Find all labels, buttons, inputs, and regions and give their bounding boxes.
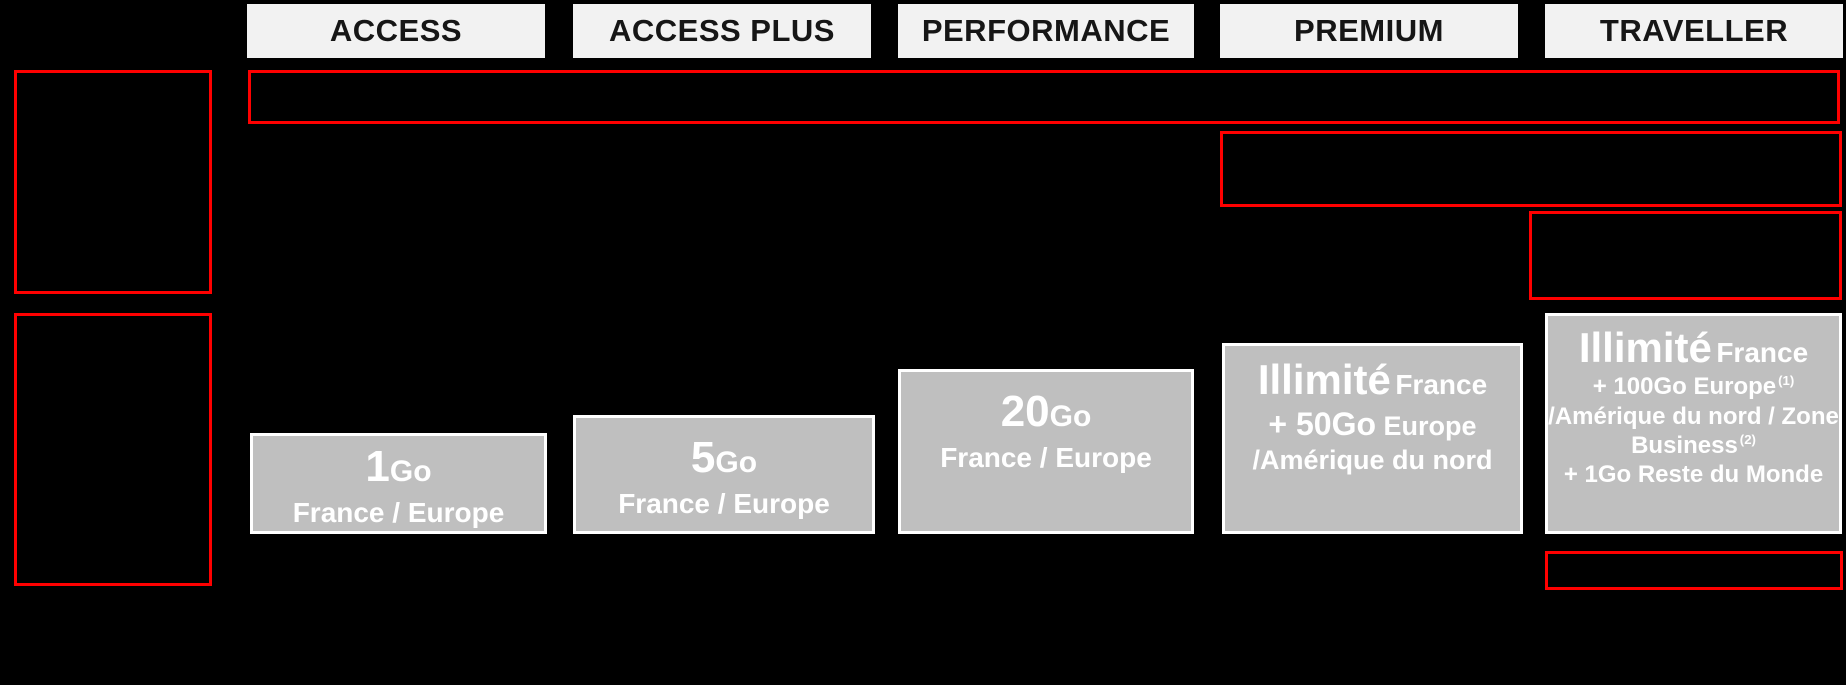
allowance-box-traveller: Illimité France + 100Go Europe(1) /Améri… — [1545, 313, 1842, 534]
allowance-premium-headline: Illimité France — [1225, 356, 1520, 404]
allowance-access-zone: France / Europe — [292, 496, 505, 528]
allowance-performance-amount: 20 — [1000, 387, 1050, 436]
highlight-box-traveller-row — [1529, 211, 1842, 300]
highlight-box-left-upper — [14, 70, 212, 294]
plan-header-performance-label: PERFORMANCE — [921, 13, 1171, 48]
allowance-access-plus-unit: Go — [715, 446, 758, 479]
allowance-premium-line2: /Amérique du nord — [1252, 445, 1493, 476]
highlight-box-left-lower — [14, 313, 212, 586]
allowance-performance-zone: France / Europe — [940, 441, 1152, 473]
allowance-access-unit: Go — [389, 455, 432, 488]
highlight-box-traveller-footer — [1545, 551, 1843, 590]
highlight-box-premium-traveller-row — [1220, 131, 1842, 207]
allowance-traveller-line1: + 100Go Europe(1) — [1548, 372, 1839, 401]
allowance-traveller-headline-suffix: France — [1716, 337, 1809, 368]
allowance-access-amount-line: 1Go — [253, 442, 544, 493]
allowance-access-plus-zone: France / Europe — [618, 487, 830, 519]
plan-header-access-plus: ACCESS PLUS — [573, 4, 871, 58]
highlight-box-all-plans-row — [248, 70, 1840, 124]
allowance-traveller-line2b: Business(2) — [1548, 431, 1839, 460]
allowance-traveller-line2a: /Amérique du nord / Zone — [1548, 402, 1839, 430]
plan-header-access-plus-label: ACCESS PLUS — [609, 13, 835, 48]
allowance-premium-line1: + 50Go Europe — [1225, 406, 1520, 443]
allowance-premium-headline-main: Illimité — [1257, 356, 1391, 403]
allowance-access-plus-amount-line: 5Go — [576, 433, 872, 484]
allowance-box-performance: 20Go France / Europe — [898, 369, 1194, 534]
allowance-traveller-line1-text: + 100Go Europe — [1592, 373, 1777, 401]
plan-header-traveller-label: TRAVELLER — [1599, 13, 1789, 48]
allowance-box-access: 1Go France / Europe — [250, 433, 547, 534]
plan-header-access: ACCESS — [247, 4, 545, 58]
allowance-access-amount: 1 — [365, 442, 390, 491]
allowance-premium-line1-strong: + 50Go — [1268, 406, 1377, 443]
allowance-performance-unit: Go — [1049, 400, 1092, 433]
allowance-box-access-plus: 5Go France / Europe — [573, 415, 875, 534]
plan-header-traveller: TRAVELLER — [1545, 4, 1843, 58]
plan-header-premium: PREMIUM — [1220, 4, 1518, 58]
allowance-premium-line1-rest: Europe — [1383, 411, 1477, 442]
allowance-traveller-headline-main: Illimité — [1578, 324, 1712, 371]
allowance-traveller-line3: + 1Go Reste du Monde — [1563, 461, 1824, 489]
allowance-box-premium: Illimité France + 50Go Europe /Amérique … — [1222, 343, 1523, 534]
allowance-premium-headline-suffix: France — [1395, 369, 1488, 400]
plan-header-performance: PERFORMANCE — [898, 4, 1194, 58]
footnote-marker-2: (2) — [1739, 431, 1756, 447]
allowance-traveller-line2b-text: Business — [1631, 431, 1738, 459]
allowance-performance-amount-line: 20Go — [901, 387, 1191, 438]
allowance-access-plus-amount: 5 — [690, 433, 716, 482]
plan-header-access-label: ACCESS — [329, 13, 463, 48]
footnote-marker-1: (1) — [1778, 373, 1795, 389]
plan-header-premium-label: PREMIUM — [1294, 13, 1444, 48]
allowance-traveller-headline: Illimité France — [1548, 324, 1839, 372]
